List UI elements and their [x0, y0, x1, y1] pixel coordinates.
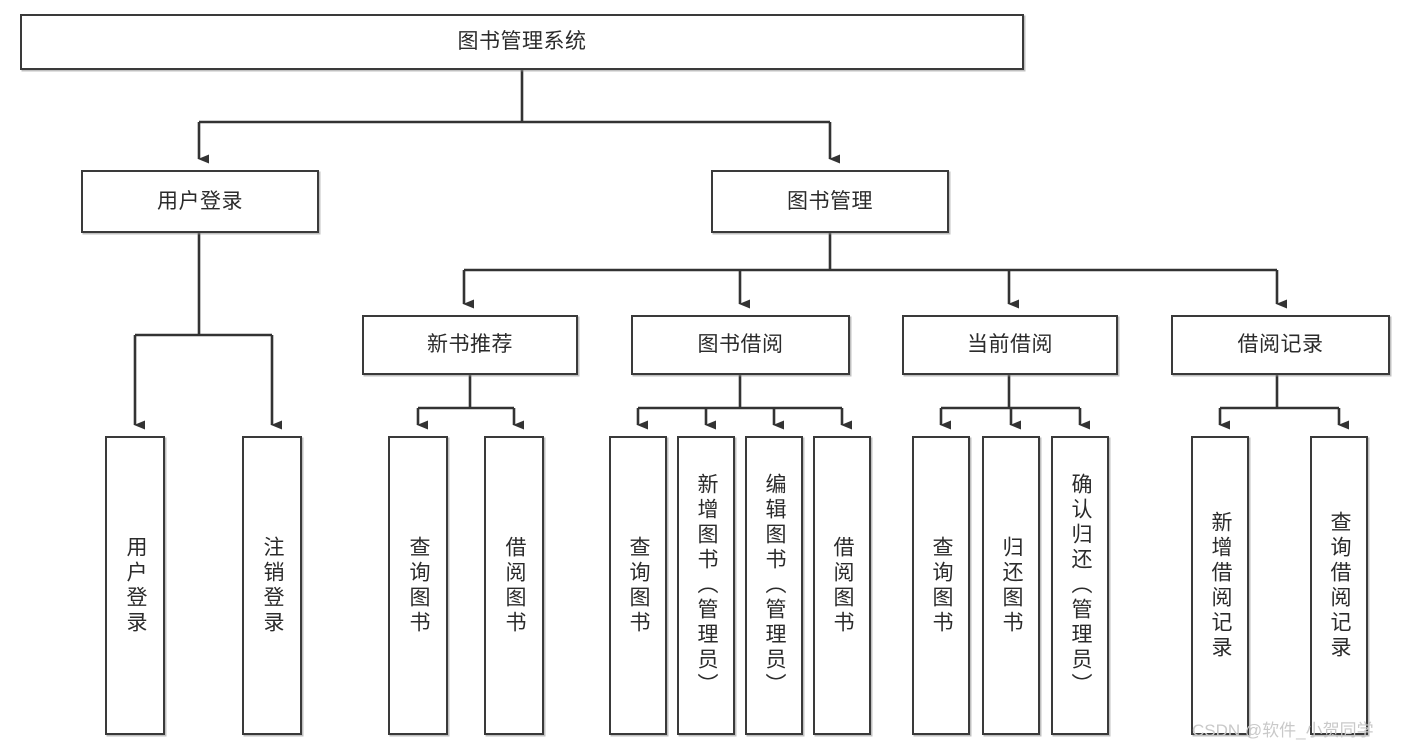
node-leaf-1[interactable]: 注销登录: [242, 436, 302, 735]
csdn-watermark: CSDN @软件_小贺同学: [1192, 721, 1374, 740]
node-level3-0[interactable]: 新书推荐: [362, 315, 578, 375]
node-label: 借阅图书: [831, 535, 855, 636]
node-label: 用户登录: [157, 189, 243, 213]
node-label: 查询图书: [407, 535, 431, 636]
node-label: 借阅图书: [503, 535, 527, 636]
node-leaf-11[interactable]: 新增借阅记录: [1191, 436, 1249, 735]
node-label: 新书推荐: [427, 333, 513, 357]
node-label: 编辑图书（管理员）: [763, 473, 787, 698]
node-leaf-10[interactable]: 确认归还（管理员）: [1051, 436, 1109, 735]
node-leaf-4[interactable]: 查询图书: [609, 436, 667, 735]
node-leaf-2[interactable]: 查询图书: [388, 436, 448, 735]
node-level2-0[interactable]: 用户登录: [81, 170, 319, 233]
node-level3-3[interactable]: 借阅记录: [1171, 315, 1390, 375]
node-label: 用户登录: [124, 535, 148, 636]
node-label: 注销登录: [261, 535, 285, 636]
node-label: 归还图书: [1000, 535, 1024, 636]
node-label: 图书借阅: [697, 333, 784, 357]
node-leaf-5[interactable]: 新增图书（管理员）: [677, 436, 735, 735]
node-label: 确认归还（管理员）: [1069, 473, 1093, 698]
node-leaf-9[interactable]: 归还图书: [982, 436, 1040, 735]
node-leaf-8[interactable]: 查询图书: [912, 436, 970, 735]
node-leaf-0[interactable]: 用户登录: [105, 436, 165, 735]
node-label: 查询借阅记录: [1328, 510, 1352, 661]
node-level3-1[interactable]: 图书借阅: [631, 315, 850, 375]
node-label: 借阅记录: [1237, 333, 1324, 357]
node-level2-1[interactable]: 图书管理: [711, 170, 949, 233]
node-root-图书管理系统[interactable]: 图书管理系统: [20, 14, 1024, 70]
node-leaf-3[interactable]: 借阅图书: [484, 436, 544, 735]
node-label: 当前借阅: [967, 333, 1053, 357]
node-label: 查询图书: [930, 535, 954, 636]
node-leaf-12[interactable]: 查询借阅记录: [1310, 436, 1368, 735]
node-label: 新增图书（管理员）: [695, 473, 719, 698]
node-label: 图书管理系统: [457, 30, 587, 54]
node-label: 查询图书: [627, 535, 651, 636]
node-level3-2[interactable]: 当前借阅: [902, 315, 1118, 375]
node-label: 新增借阅记录: [1209, 510, 1233, 661]
node-leaf-7[interactable]: 借阅图书: [813, 436, 871, 735]
node-label: 图书管理: [787, 189, 873, 213]
node-leaf-6[interactable]: 编辑图书（管理员）: [745, 436, 803, 735]
